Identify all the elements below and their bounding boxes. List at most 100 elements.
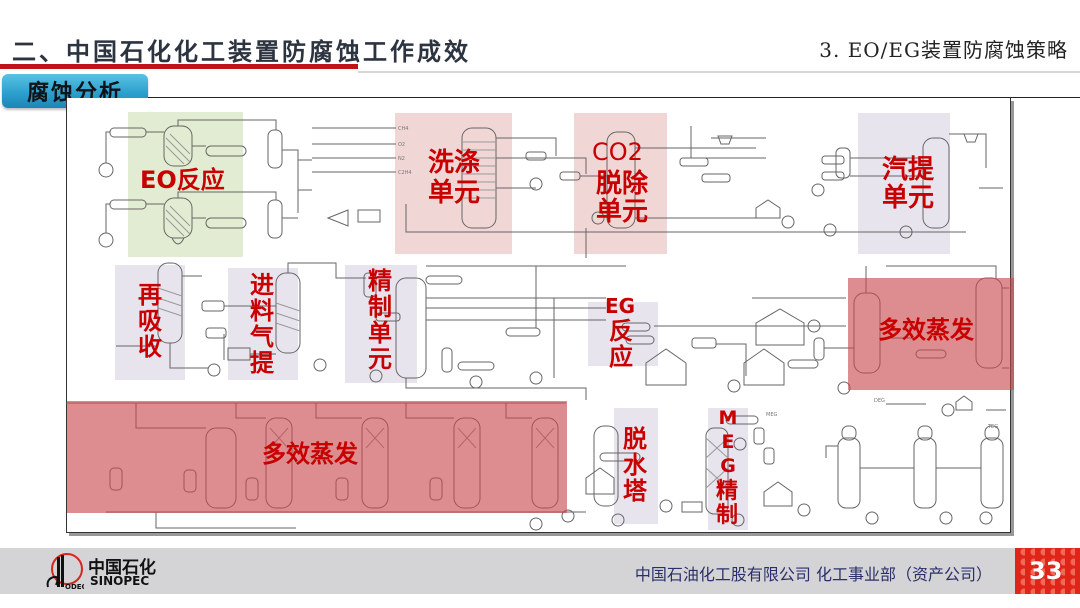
deg-top-1 (841, 425, 857, 441)
refining-separator (441, 347, 453, 373)
label-refining-unit: 精制单元 (366, 268, 394, 372)
evaporator-condenser (813, 337, 825, 361)
deg-product-tank (955, 395, 973, 411)
label-eg-title: EG (605, 294, 636, 318)
co2-exchanger (559, 171, 581, 181)
refining-condenser (425, 275, 463, 285)
stripper-condenser (963, 133, 979, 143)
washing-tower (461, 127, 497, 229)
deg-pump-1 (865, 511, 879, 525)
zone-co2-removal (574, 113, 667, 254)
zone-eo-reaction (128, 112, 243, 257)
wash-exchanger (525, 151, 547, 161)
eo-cooler-1 (267, 129, 283, 169)
zone-dehydration (614, 408, 658, 524)
zone-washing-unit (395, 113, 512, 254)
storage-tank-1 (755, 199, 781, 219)
label-co2-title: CO2 (592, 138, 643, 166)
eo-reactor-1 (163, 125, 193, 167)
feed-heater (227, 347, 251, 361)
label-multi-effect-bottom: 多效蒸发 (262, 440, 358, 468)
stripper-pump (899, 225, 913, 239)
stream-label-c2h4: C2H4 (398, 170, 412, 176)
zone-refining-unit (345, 265, 417, 383)
label-meg-refining-text: 精制 (715, 479, 738, 528)
label-reabsorption: 再吸收 (136, 282, 164, 360)
feed-stripper (275, 272, 301, 354)
logo-text-cn: 中国石化 (88, 558, 156, 578)
meg-product-pump (797, 503, 811, 517)
section-title: 3. EO/EG装置防腐蚀策略 (819, 38, 1068, 62)
label-meg-title-text: MEG (718, 407, 738, 477)
co2-absorber (606, 131, 636, 229)
refining-exchanger (505, 327, 541, 337)
co2-separator (717, 135, 733, 145)
meg-reflux-pump (733, 437, 747, 451)
refining-reboiler (375, 312, 401, 322)
label-washing-unit: 洗涤单元 (424, 148, 484, 208)
product-label-teg: TEG (987, 424, 998, 430)
co2-outlet-lines (690, 126, 766, 159)
refining-pump (369, 369, 383, 383)
reabsorber-cooler (205, 327, 227, 339)
refining-product-pump (469, 375, 483, 389)
zone-multi-effect-evaporation-right (848, 278, 1014, 390)
zone-eg-reaction (588, 302, 658, 366)
flash-pump (811, 183, 825, 197)
page-title: 二、中国石化化工装置防腐蚀工作成效 (12, 37, 471, 66)
deg-product-pump (941, 403, 955, 417)
logo-text-en: SINOPEC (90, 574, 150, 588)
refining-cooler (457, 361, 495, 371)
dehydration-drum (681, 501, 703, 513)
refining-transfer-pump (529, 371, 543, 385)
label-stripping-unit-text: 汽提单元 (881, 155, 934, 213)
label-reabsorption-text: 再吸收 (138, 281, 162, 361)
label-co2-removal: 脱除单元 (592, 170, 652, 226)
meg-separator (763, 447, 775, 465)
label-co2-removal-text: 脱除单元 (595, 169, 648, 227)
label-feed-gas-stripping: 进料气提 (248, 272, 276, 376)
refining-column (395, 277, 427, 379)
label-multi-effect-right: 多效蒸发 (878, 316, 974, 344)
meg-condenser (725, 415, 759, 425)
storage-pump-1 (781, 215, 795, 229)
reabsorber-pump (207, 363, 221, 377)
dehydration-pump (561, 509, 575, 523)
feed-stream-lines (312, 127, 396, 173)
flash-drum (835, 147, 851, 179)
feed-stripper-pump (313, 358, 327, 372)
zone-feed-gas-stripping (228, 268, 298, 380)
evaporator-drum (787, 359, 819, 369)
product-label-meg: MEG (766, 412, 777, 418)
label-feed-gas-stripping-text: 进料气提 (250, 271, 274, 377)
refining-reflux-drum (363, 272, 377, 298)
eo-compressor-2 (98, 232, 114, 248)
teg-column (980, 437, 1004, 509)
footer-bar (0, 548, 1080, 594)
eg-storage-tank (645, 348, 687, 386)
teg-pump (979, 511, 993, 525)
co2-cooler (701, 173, 731, 183)
label-eg-reaction-text: 反应 (609, 317, 633, 371)
deg-top-2 (917, 425, 933, 441)
title-divider (358, 71, 1080, 73)
product-label-deg: DEG (874, 398, 885, 404)
stream-label-n2: N2 (398, 156, 405, 162)
co2-heater (679, 157, 709, 167)
label-stripping-unit: 汽提单元 (878, 156, 938, 212)
label-eo-reaction: EO反应 (140, 166, 225, 194)
compressor-driver (357, 209, 381, 223)
recycle-compressor (326, 209, 349, 227)
eo-compressor-1 (98, 162, 114, 178)
eo-drum-1 (109, 127, 147, 138)
eg-intermediate-tank (743, 348, 785, 386)
storage-pump-2 (823, 223, 837, 237)
meg-reflux-drum (753, 427, 765, 445)
co2-pump (591, 211, 605, 225)
eg-reactor-1 (621, 322, 651, 332)
label-meg-refining: 精制 (714, 480, 740, 528)
dehydration-reflux-pump (659, 499, 673, 513)
meg-product-tank (763, 481, 793, 507)
reabsorber-exchanger (201, 300, 225, 312)
zone-multi-effect-evaporation-bottom (67, 401, 567, 513)
